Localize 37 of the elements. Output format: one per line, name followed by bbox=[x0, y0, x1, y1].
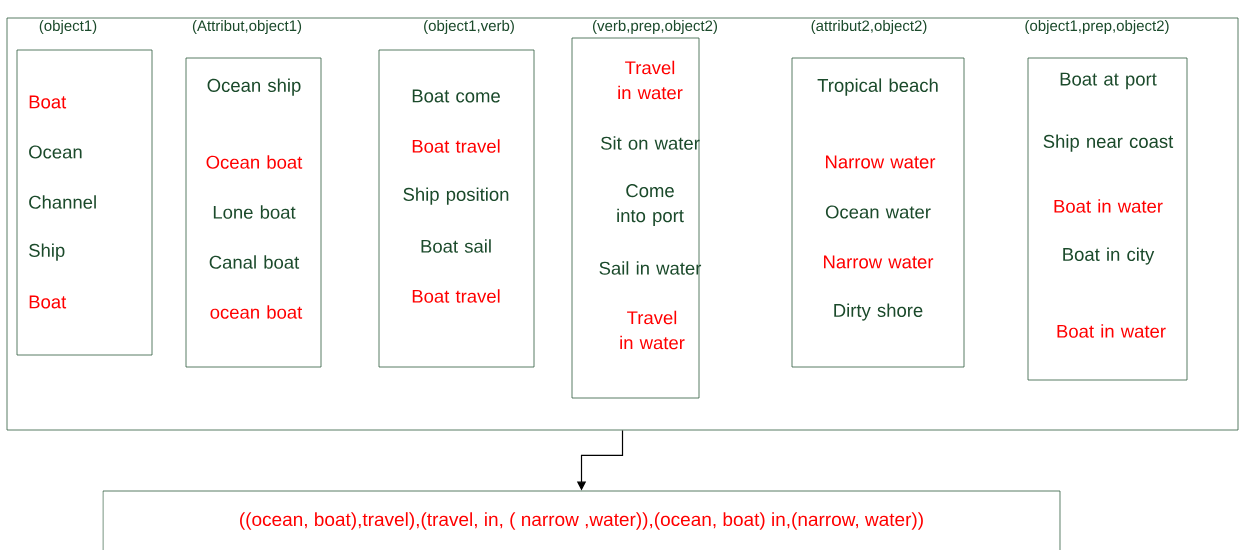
list-item: Narrow water bbox=[824, 255, 934, 269]
list-item: Channel bbox=[29, 195, 96, 209]
list-item: Ship position bbox=[403, 187, 509, 205]
list-item: Tropical beach bbox=[817, 78, 938, 96]
column-heading: (Attribut,object1) bbox=[192, 20, 302, 34]
list-item: Ocean bbox=[29, 145, 82, 159]
list-item: Boat bbox=[29, 295, 67, 309]
list-item: Ocean boat bbox=[206, 155, 303, 169]
list-item: Travel in water bbox=[620, 310, 685, 350]
list-item: Come into port bbox=[617, 184, 684, 226]
list-item: ocean boat bbox=[210, 305, 303, 319]
list-item: Dirty shore bbox=[834, 303, 923, 321]
column-heading: (verb,prep,object2) bbox=[593, 20, 717, 34]
list-item: Sail in water bbox=[599, 261, 702, 275]
column-heading: (attribut2,object2) bbox=[811, 20, 927, 34]
column-heading: (object1) bbox=[39, 20, 97, 34]
list-item: Boat in water bbox=[1054, 199, 1163, 213]
list-item: Boat at port bbox=[1060, 72, 1157, 90]
list-item: Boat in city bbox=[1063, 247, 1155, 265]
list-item: Travel in water bbox=[618, 60, 683, 100]
list-item: Ocean water bbox=[825, 205, 931, 219]
result-text: ((ocean, boat),travel),(travel, in, ( narrow ,water)),(ocean, boat) in,(narrow, water)) bbox=[240, 512, 923, 530]
list-item: Boat sail bbox=[421, 239, 491, 253]
list-item: Boat bbox=[29, 95, 67, 109]
column-heading: (object1,prep,object2) bbox=[1025, 20, 1169, 34]
list-item: Boat travel bbox=[412, 139, 500, 153]
list-item: Ocean ship bbox=[207, 78, 301, 96]
column-heading: (object1,verb) bbox=[424, 20, 514, 34]
list-item: Narrow water bbox=[826, 155, 936, 169]
list-item: Boat in water bbox=[1057, 324, 1166, 338]
list-item: Sit on water bbox=[601, 136, 700, 150]
list-item: Boat come bbox=[412, 89, 500, 103]
list-item: Canal boat bbox=[209, 255, 300, 269]
list-item: Ship bbox=[29, 243, 65, 261]
list-item: Ship near coast bbox=[1043, 134, 1174, 152]
list-item: Lone boat bbox=[213, 205, 296, 219]
list-item: Boat travel bbox=[412, 289, 500, 303]
